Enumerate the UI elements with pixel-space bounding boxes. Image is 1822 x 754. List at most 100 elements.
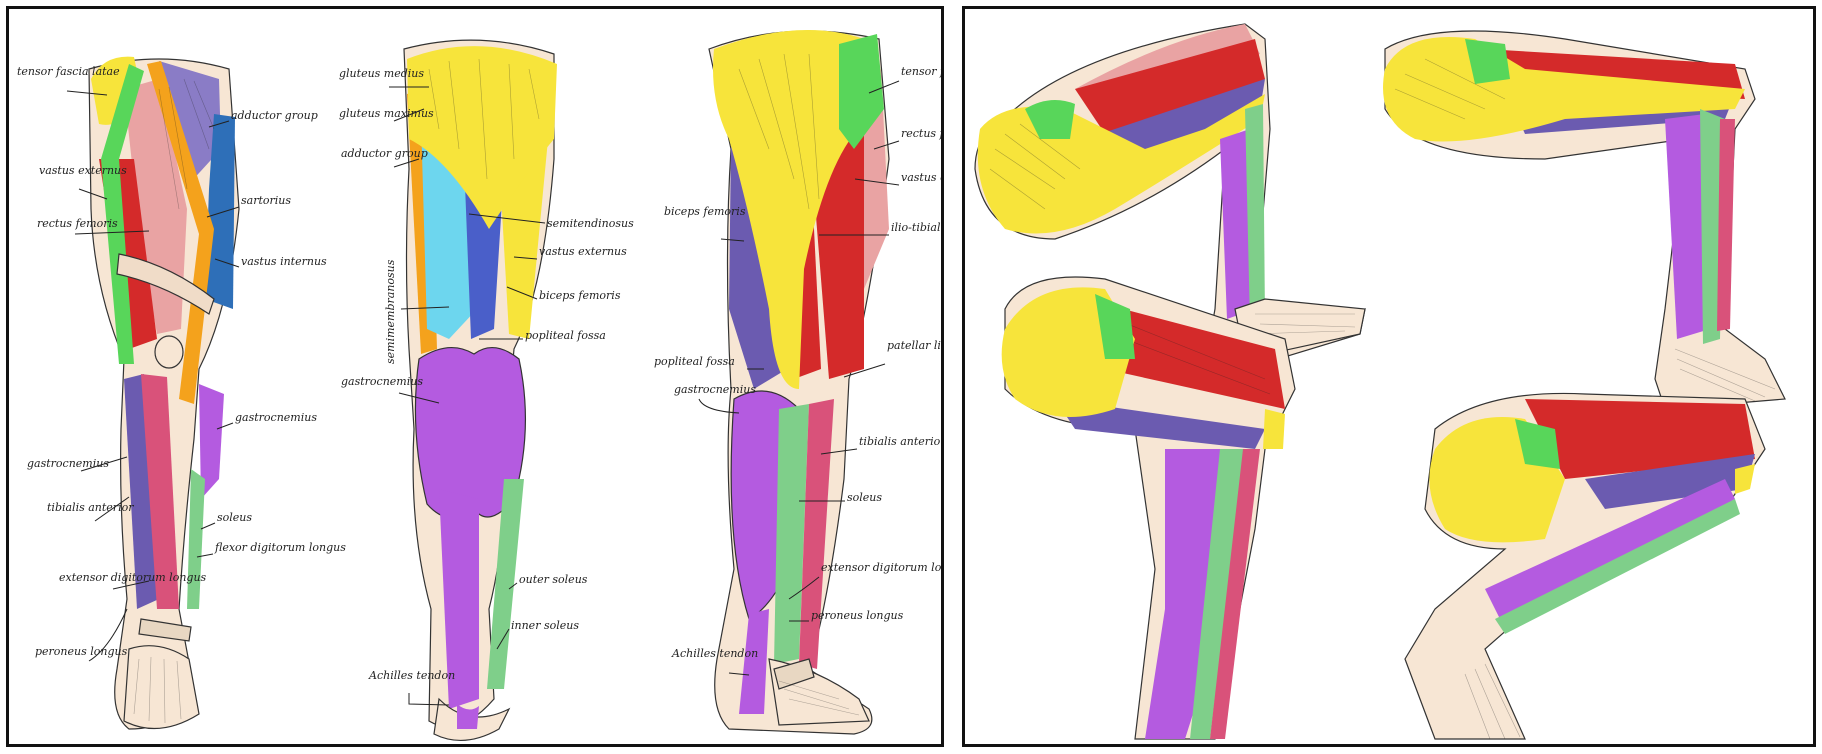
bent-leg-poses-panel [962, 6, 1816, 747]
pose3-tensor [1095, 294, 1135, 359]
side-gluteus [713, 30, 869, 389]
back-achilles [457, 704, 479, 729]
leader-front-adductor [208, 120, 230, 128]
pose3-vastus [1085, 299, 1285, 409]
front-band [116, 253, 215, 315]
label-back-gastroc: gastrocnemius [341, 375, 423, 388]
label-front-vastus-int: vastus internus [241, 255, 327, 268]
front-tibialis [141, 374, 179, 609]
label-side-patellar: patellar ligament [887, 339, 941, 352]
leader-front-soleus [200, 522, 216, 530]
pose1-tensor [1025, 100, 1075, 139]
front-gastroc [199, 384, 224, 499]
pose1-gastroc [1220, 129, 1255, 319]
label-front-soleus: soleus [217, 511, 252, 524]
pose-top-right [1383, 30, 1786, 410]
pose1-fibers [989, 123, 1081, 210]
leader-front-gastroc-r [216, 422, 234, 430]
label-front-tibialis: tibialis anterior [47, 501, 134, 514]
label-side-achilles: Achilles tendon [671, 647, 758, 660]
label-back-glut-max: gluteus maximus [339, 107, 434, 120]
pose3-hamstring [1055, 399, 1265, 449]
front-foot-tendons [133, 656, 182, 724]
pose3-soleus [1190, 449, 1245, 739]
leader-back-achilles [408, 693, 450, 706]
pose4-vastus [1525, 399, 1755, 479]
leader-back-glut-max [393, 108, 425, 122]
leader-side-achilles [728, 672, 750, 676]
label-side-extensor: extensor digitorum longus [821, 561, 941, 574]
label-side-tensor: tensor fascia latae [901, 65, 941, 78]
label-back-outer-soleus: outer soleus [519, 573, 588, 586]
label-side-soleus: soleus [847, 491, 882, 504]
front-leg-figure [88, 56, 240, 730]
label-front-vastus-ext: vastus externus [39, 164, 127, 177]
label-side-rectus: rectus femoris [901, 127, 941, 140]
leader-back-outer-soleus [508, 582, 518, 590]
leader-front-tibialis [94, 496, 130, 522]
back-gluteus [407, 46, 557, 230]
pose2-foot-tendons [1674, 348, 1776, 402]
back-leg-figure [403, 39, 557, 742]
label-front-extensor: extensor digitorum longus [59, 571, 207, 584]
pose2-tensor [1465, 39, 1510, 84]
pose-bottom-right [1404, 392, 1766, 740]
label-front-gastroc-l: gastrocnemius [27, 457, 109, 470]
leader-front-rectus [74, 230, 150, 235]
pose-bottom-left [1001, 276, 1296, 740]
side-glute-fibers [738, 53, 820, 210]
bent-legs-svg [974, 23, 1786, 740]
label-back-glut-med: gluteus medius [339, 67, 424, 80]
label-side-tibialis: tibialis anterior [859, 435, 941, 448]
back-soleus [487, 479, 524, 689]
front-adductor-purple [159, 61, 221, 184]
leader-front-flexor [196, 553, 214, 558]
side-achilles-purple [739, 609, 769, 714]
pose4-patella [1735, 464, 1755, 494]
leader-back-gastroc [398, 392, 440, 404]
pose3-patella [1263, 409, 1285, 449]
leader-side-tibialis [820, 448, 858, 455]
leader-front-tensor [66, 90, 108, 96]
leader-back-vastus [513, 256, 538, 260]
pose4-hamstring [1585, 454, 1755, 509]
pose2-tibialis [1717, 119, 1735, 331]
side-leg-figure [708, 30, 890, 735]
front-kneecap [154, 335, 184, 369]
pose3-fibers-red [1114, 318, 1271, 395]
label-side-biceps: biceps femoris [664, 205, 746, 218]
pose2-fibers [1394, 58, 1506, 120]
front-fibers [158, 78, 215, 210]
leader-side-gastroc [698, 398, 740, 414]
leader-back-semimem [400, 306, 450, 310]
side-ankle-band [773, 658, 815, 690]
label-front-rectus: rectus femoris [37, 217, 118, 230]
front-lower-purple [124, 374, 159, 609]
leader-front-gastroc-l [80, 456, 128, 472]
side-labels: tensor fascia latae rectus femoris vastu… [654, 65, 941, 676]
leader-side-biceps [720, 238, 745, 242]
label-back-inner-soleus: inner soleus [511, 619, 579, 632]
front-sartorius-orange [147, 61, 214, 404]
leader-front-peroneus [88, 608, 128, 662]
leader-back-inner-soleus [496, 628, 510, 650]
label-side-gastroc: gastrocnemius [674, 383, 756, 396]
label-back-semimem: semimembranosus [384, 259, 397, 364]
leader-side-patellar [843, 363, 886, 378]
labeled-anatomy-svg: tensor fascia latae adductor group vastu… [17, 30, 941, 742]
label-front-sartorius: sartorius [241, 194, 291, 207]
pose1-soleus [1245, 104, 1265, 324]
leader-side-rectus [873, 140, 900, 150]
front-labels: tensor fascia latae adductor group vastu… [17, 65, 346, 662]
pose4-gastroc [1485, 479, 1735, 629]
pose4-soleus [1495, 499, 1740, 634]
label-back-semiten: semitendinosus [547, 217, 634, 230]
side-tensor-green [839, 34, 884, 149]
label-front-peroneus: peroneus longus [35, 645, 128, 658]
leader-side-extensor [788, 576, 820, 600]
leader-front-extensor [112, 580, 150, 590]
label-side-popliteal: popliteal fossa [654, 355, 735, 368]
label-front-gastroc-r: gastrocnemius [235, 411, 317, 424]
leader-side-tensor [868, 80, 900, 94]
label-back-adductor: adductor group [341, 147, 428, 160]
